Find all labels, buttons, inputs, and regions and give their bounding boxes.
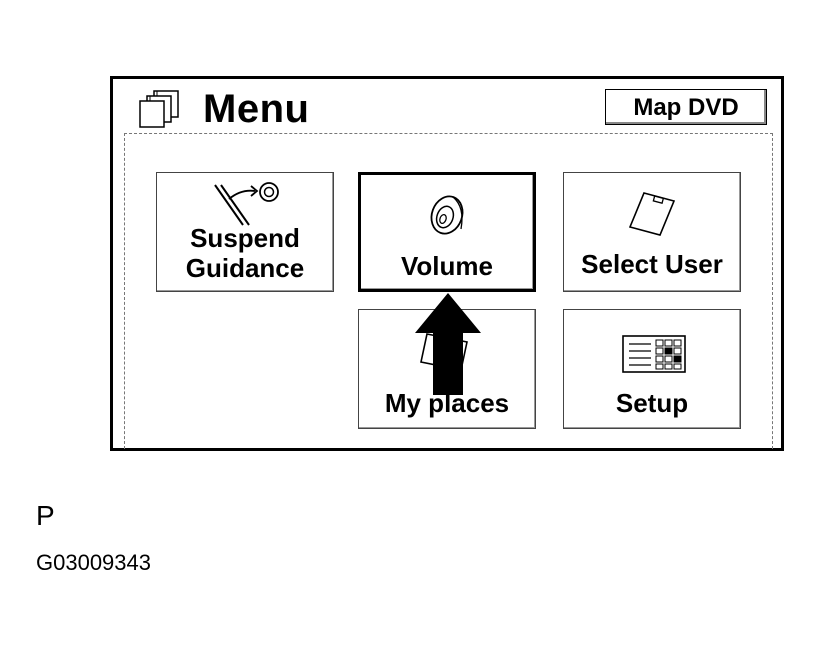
- up-arrow-icon: [415, 293, 481, 395]
- suspend-guidance-icon: [214, 182, 279, 226]
- menu-screen: Menu Map DVD Suspend Guidance Volume: [110, 76, 784, 451]
- volume-label: Volume: [401, 251, 493, 281]
- menu-pages-icon: [139, 90, 179, 128]
- setup-button[interactable]: Setup: [563, 309, 741, 429]
- setup-label: Setup: [615, 388, 689, 418]
- select-user-label: Select User: [581, 249, 723, 279]
- suspend-guidance-label: Suspend Guidance: [185, 223, 305, 283]
- select-user-button[interactable]: Select User: [563, 172, 741, 292]
- user-card-icon: [628, 192, 676, 236]
- page-title: Menu: [203, 87, 310, 131]
- map-dvd-button[interactable]: Map DVD: [605, 89, 767, 125]
- speaker-icon: [430, 195, 464, 235]
- setup-grid-icon: [622, 335, 686, 373]
- suspend-guidance-button[interactable]: Suspend Guidance: [156, 172, 334, 292]
- figure-code: G03009343: [36, 550, 151, 575]
- figure-letter: P: [36, 500, 55, 531]
- menu-panel: Suspend Guidance Volume Select User: [124, 133, 773, 449]
- volume-button[interactable]: Volume: [358, 172, 536, 292]
